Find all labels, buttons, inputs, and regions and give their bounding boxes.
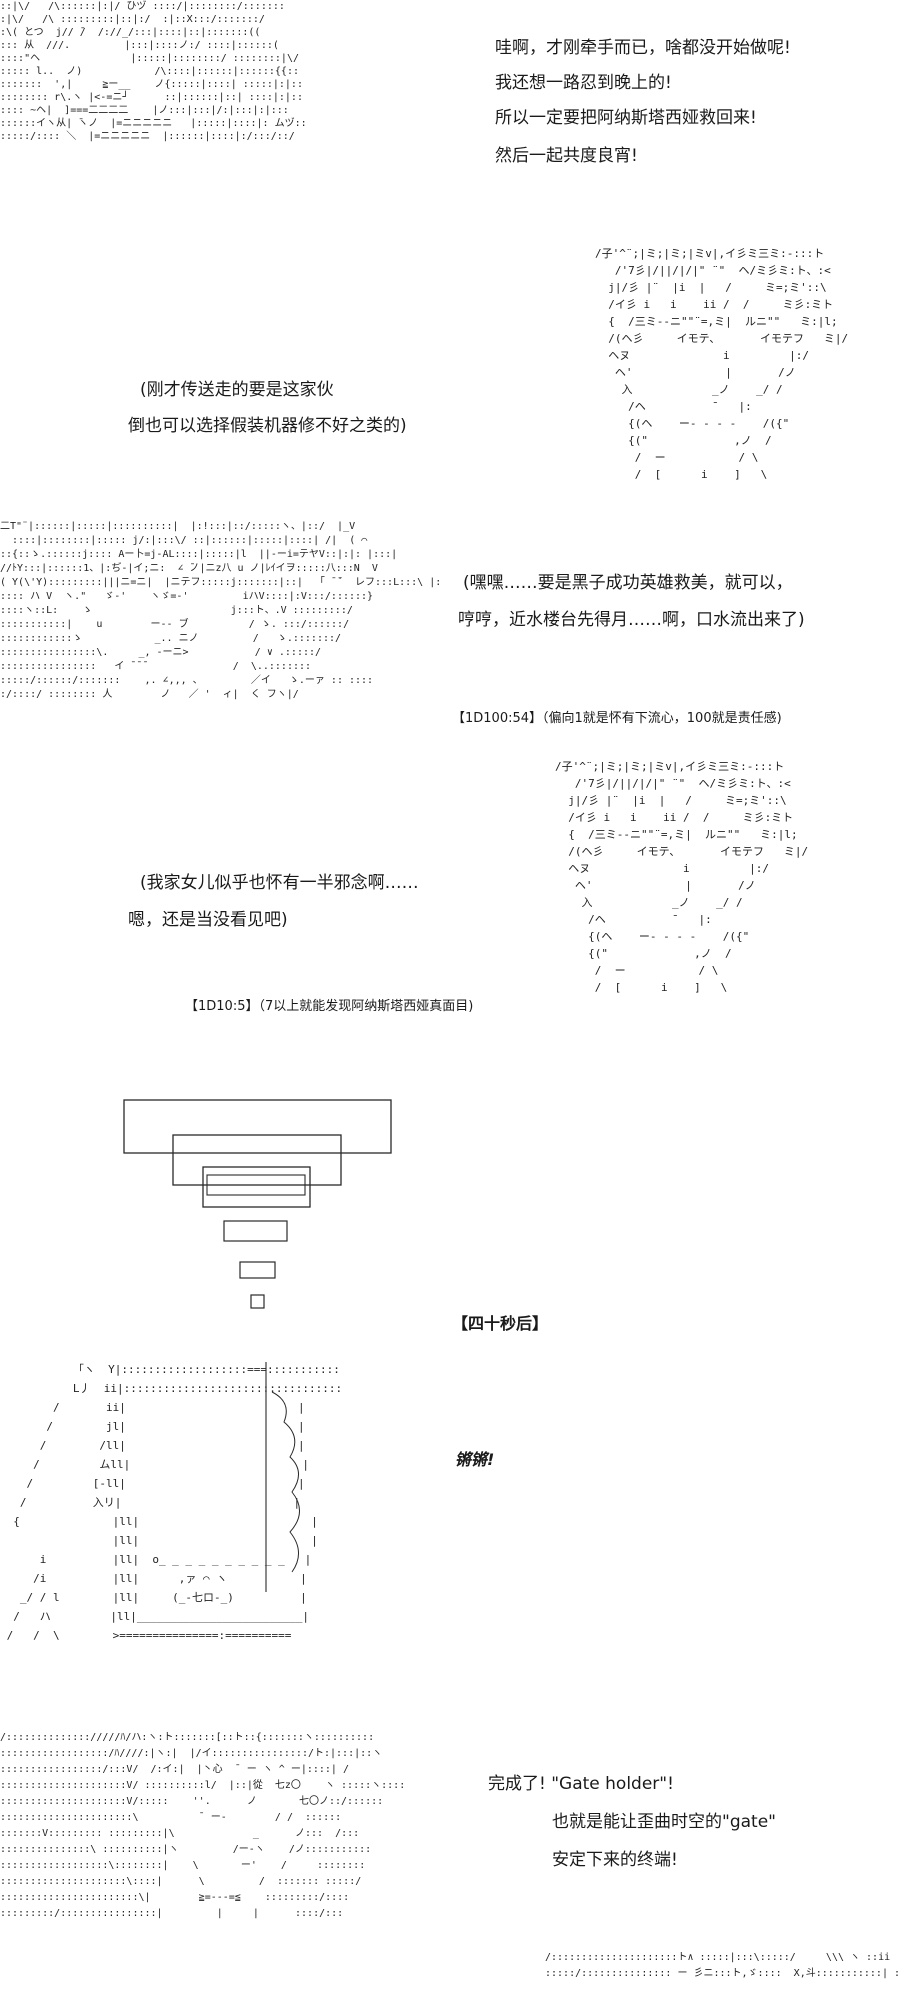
dialogue-4-line-1: (我家女儿似乎也怀有一半邪念啊…… [140, 873, 419, 893]
time-skip-caption: 【四十秒后】 [452, 1314, 549, 1333]
dialogue-1-line-1: 哇啊，才刚牵手而已，啥都没开始做呢! [495, 38, 791, 58]
dialogue-3-line-1: (嘿嘿……要是黑子成功英雄救美，就可以， [463, 573, 793, 593]
aa-art-face-male-1: /子'^¨;|ミ;|ミ;|ミv|,イ彡ミ三ミ:-:::ト /'7彡|/||/|/… [595, 247, 849, 481]
device-side-hand-outline [265, 1362, 300, 1592]
time-skip-shrinking-boxes [123, 1099, 392, 1309]
dice-roll-1: 【1D100:54】（偏向1就是怀有下流心，100就是责任感) [452, 711, 782, 726]
aa-art-face-smiling-top: ::|\/ /\::::::|:|/ ひヅ ::::/|::::::::/:::… [0, 1, 307, 142]
dialogue-3-line-2: 哼哼，近水楼台先得月……啊，口水流出来了) [458, 610, 805, 630]
dialogue-1-line-2: 我还想一路忍到晚上的! [495, 73, 672, 93]
dialogue-5-line-3: 安定下来的终端! [552, 1850, 678, 1870]
aa-art-face-girl-proud: /:::::::::::::://///ﾊ/ハ:ヽ:ト:::::::[::ト::… [0, 1732, 406, 1919]
dialogue-2-line-2: 倒也可以选择假装机器修不好之类的) [128, 416, 407, 436]
dialogue-5-line-1: 完成了! "Gate holder"! [488, 1774, 674, 1794]
aa-art-face-male-2: /子'^¨;|ミ;|ミ;|ミv|,イ彡ミ三ミ:-:::ト /'7彡|/||/|/… [555, 760, 809, 994]
sound-effect-clang: 锵锵! [455, 1450, 495, 1469]
dice-roll-2: 【1D10:5】（7以上就能发现阿纳斯塔西娅真面目) [185, 999, 474, 1014]
dialogue-1-line-3: 所以一定要把阿纳斯塔西娅救回来! [495, 108, 757, 128]
dialogue-1-line-4: 然后一起共度良宵! [495, 146, 638, 166]
aa-art-face-girl-drooling: 二T"¨|::::::|:::::|::::::::::| |:!:::|::/… [0, 521, 440, 700]
dialogue-4-line-2: 嗯，还是当没看见吧) [128, 910, 288, 930]
dialogue-2-line-1: (刚才传送走的要是这家伙 [140, 380, 334, 400]
aa-art-bottom-cropped: /:::::::::::::::::::::ト∧ :::::|:::\:::::… [545, 1952, 900, 1979]
dialogue-5-line-2: 也就是能让歪曲时空的"gate" [552, 1812, 776, 1832]
aa-art-gate-holder-device: 「ヽ Y|:::::::::::::::::::===::::::::::::|… [6, 1363, 340, 1642]
